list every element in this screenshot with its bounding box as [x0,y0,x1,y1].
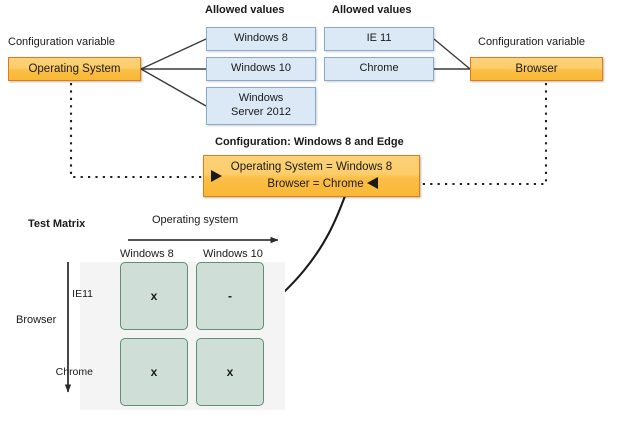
config-variable-browser[interactable]: Browser [470,57,603,81]
matrix-title: Test Matrix [28,218,86,230]
matrix-column-header-windows-8: Windows 8 [120,248,174,260]
matrix-row-header-chrome: Chrome [55,366,93,378]
matrix-y-axis-label: Browser [16,314,57,326]
matrix-column-header-windows-10: Windows 10 [203,248,263,260]
os-allowed-values-caption: Allowed values [205,4,285,16]
allowed-value-windows-8[interactable]: Windows 8 [206,27,316,51]
matrix-cell-chrome-windows-8[interactable]: x [120,338,188,406]
matrix-row-header-ie11: IE11 [72,288,93,300]
allowed-value-windows-server-2012[interactable]: Windows Server 2012 [206,87,316,125]
matrix-cell-ie11-windows-8[interactable]: x [120,262,188,330]
allowed-value-ie-11[interactable]: IE 11 [324,27,434,51]
os-variable-caption: Configuration variable [8,36,116,48]
allowed-value-line-2: Server 2012 [231,106,291,118]
allowed-value-chrome[interactable]: Chrome [324,57,434,81]
matrix-cell-ie11-windows-10[interactable]: - [196,262,264,330]
matrix-x-axis-label: Operating system [152,214,239,226]
allowed-value-line-1: Windows [238,92,284,105]
configuration-caption: Configuration: Windows 8 and Edge [215,136,404,148]
configuration-line-operating-system: Operating System = Windows 8 [230,161,393,174]
configuration-line-browser: Browser = Chrome [267,178,364,190]
matrix-cell-chrome-windows-10[interactable]: x [196,338,264,406]
allowed-value-windows-10[interactable]: Windows 10 [206,57,316,81]
browser-allowed-values-caption: Allowed values [332,4,412,16]
configuration-box[interactable]: Operating System = Windows 8 Browser = C… [203,155,420,197]
browser-variable-caption: Configuration variable [478,36,586,48]
config-variable-operating-system[interactable]: Operating System [8,57,141,81]
